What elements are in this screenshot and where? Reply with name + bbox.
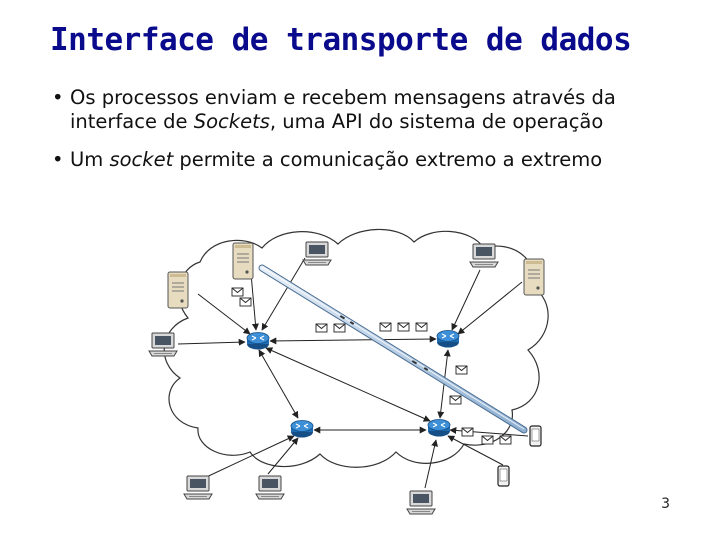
router-icon [427, 418, 451, 438]
server-icon [232, 242, 254, 280]
bullet-dot: • [52, 86, 64, 109]
envelope-icon [481, 435, 494, 445]
envelope-icon [239, 297, 252, 307]
bullet-text: Os processos enviam e recebem mensagens … [70, 86, 616, 134]
envelope-icon [455, 365, 468, 375]
page-number: 3 [661, 496, 670, 512]
envelope-icon [499, 435, 512, 445]
desktop-computer-icon [148, 332, 178, 357]
envelope-icon [315, 323, 328, 333]
bullet-dot: • [52, 148, 64, 172]
bullet-text: Um socket permite a comunicação extremo … [70, 148, 603, 172]
envelope-icon [333, 323, 346, 333]
bullet-item: • Um socket permite a comunicação extrem… [52, 148, 702, 172]
envelope-icon [379, 322, 392, 332]
desktop-computer-icon [255, 475, 285, 500]
router-icon [246, 331, 270, 351]
envelope-icon [397, 322, 410, 332]
envelope-icon [231, 287, 244, 297]
envelope-icon [415, 322, 428, 332]
desktop-computer-icon [183, 475, 213, 500]
router-icon [290, 419, 314, 439]
desktop-computer-icon [406, 490, 436, 515]
mobile-phone-icon [497, 465, 510, 487]
router-icon [436, 329, 460, 349]
bullet-list: • Os processos enviam e recebem mensagen… [52, 86, 702, 187]
server-icon [523, 258, 545, 296]
socket-pipe [258, 264, 528, 434]
envelope-icon [449, 395, 462, 405]
bullet-item: • Os processos enviam e recebem mensagen… [52, 86, 702, 134]
slide-title: Interface de transporte de dados [50, 22, 632, 58]
envelope-icon [461, 427, 474, 437]
desktop-computer-icon [302, 241, 332, 266]
desktop-computer-icon [469, 243, 499, 268]
mobile-phone-icon [529, 425, 542, 447]
server-icon [167, 271, 189, 309]
